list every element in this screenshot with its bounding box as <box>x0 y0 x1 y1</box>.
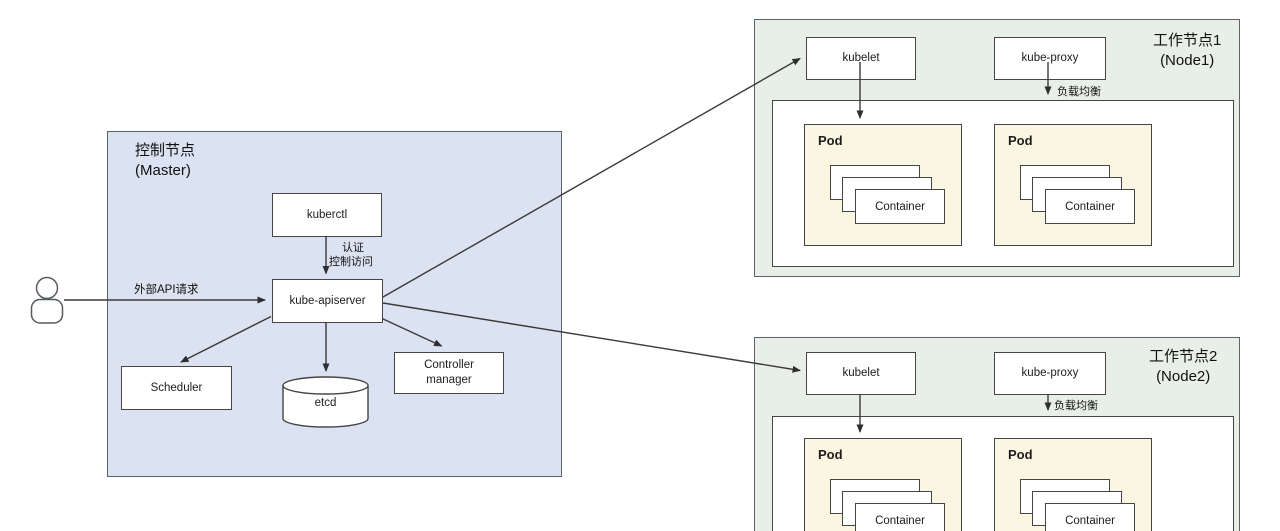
auth-label-line2: 控制访问 <box>329 256 373 268</box>
master-title: 控制节点 (Master) <box>135 141 195 181</box>
scheduler-label: Scheduler <box>150 381 203 394</box>
kube-apiserver-label: kube-apiserver <box>289 294 366 307</box>
worker-node-1-group: 工作节点1 (Node1) kubelet kube-proxy Pod Con… <box>754 19 1240 277</box>
node1-title-line2: (Node1) <box>1160 52 1215 69</box>
node1-title: 工作节点1 (Node1) <box>1153 31 1221 71</box>
controller-manager-label-line1: Controller <box>424 359 474 372</box>
container-box: Container <box>855 503 945 531</box>
node1-kubelet-box: kubelet <box>806 37 916 80</box>
node2-pod-2: Pod Container <box>994 438 1152 531</box>
node2-kube-proxy-label: kube-proxy <box>1021 367 1079 380</box>
node1-kube-proxy-label: kube-proxy <box>1021 52 1079 65</box>
worker-node-2-group: 工作节点2 (Node2) kubelet kube-proxy Pod Con… <box>754 337 1240 531</box>
node1-load-balance-label: 负载均衡 <box>1057 86 1101 98</box>
node1-kube-proxy-box: kube-proxy <box>994 37 1106 80</box>
node1-pod-1: Pod Container <box>804 124 962 246</box>
container-box: Container <box>1045 503 1135 531</box>
node1-pod-2: Pod Container <box>994 124 1152 246</box>
node2-title-line1: 工作节点2 <box>1149 348 1218 365</box>
node1-kubelet-label: kubelet <box>842 52 880 65</box>
master-node-group: 控制节点 (Master) kuberctl kube-apiserver Sc… <box>107 131 562 477</box>
controller-manager-label-line2: manager <box>426 374 472 386</box>
node2-pod-1: Pod Container <box>804 438 962 531</box>
user-icon <box>30 276 64 324</box>
node2-load-balance-label: 负载均衡 <box>1054 400 1098 412</box>
master-title-line1: 控制节点 <box>135 142 196 159</box>
node2-pod1-label: Pod <box>818 447 843 462</box>
container-box: Container <box>855 189 945 224</box>
node2-pod2-container-label: Container <box>1065 514 1115 527</box>
controller-manager-box: Controller manager <box>394 352 504 394</box>
node1-title-line1: 工作节点1 <box>1153 32 1222 49</box>
node2-title-line2: (Node2) <box>1156 368 1211 385</box>
scheduler-box: Scheduler <box>121 366 232 410</box>
node2-pod2-label: Pod <box>1008 447 1033 462</box>
node1-pod2-label: Pod <box>1008 133 1033 148</box>
node2-kube-proxy-box: kube-proxy <box>994 352 1106 395</box>
node1-pod2-container-label: Container <box>1065 200 1115 213</box>
kuberctl-label: kuberctl <box>306 208 348 221</box>
kube-apiserver-box: kube-apiserver <box>272 279 383 323</box>
node2-kubelet-label: kubelet <box>842 367 880 380</box>
node1-pod1-label: Pod <box>818 133 843 148</box>
external-api-request-label: 外部API请求 <box>134 284 199 296</box>
kuberctl-box: kuberctl <box>272 193 382 237</box>
container-box: Container <box>1045 189 1135 224</box>
master-title-line2: (Master) <box>135 162 191 179</box>
etcd-label: etcd <box>314 397 337 409</box>
node2-kubelet-box: kubelet <box>806 352 916 395</box>
node2-pod1-container-label: Container <box>875 514 925 527</box>
node1-pod1-container-label: Container <box>875 200 925 213</box>
auth-label-line1: 认证 <box>342 242 364 254</box>
node2-title: 工作节点2 (Node2) <box>1149 347 1217 387</box>
